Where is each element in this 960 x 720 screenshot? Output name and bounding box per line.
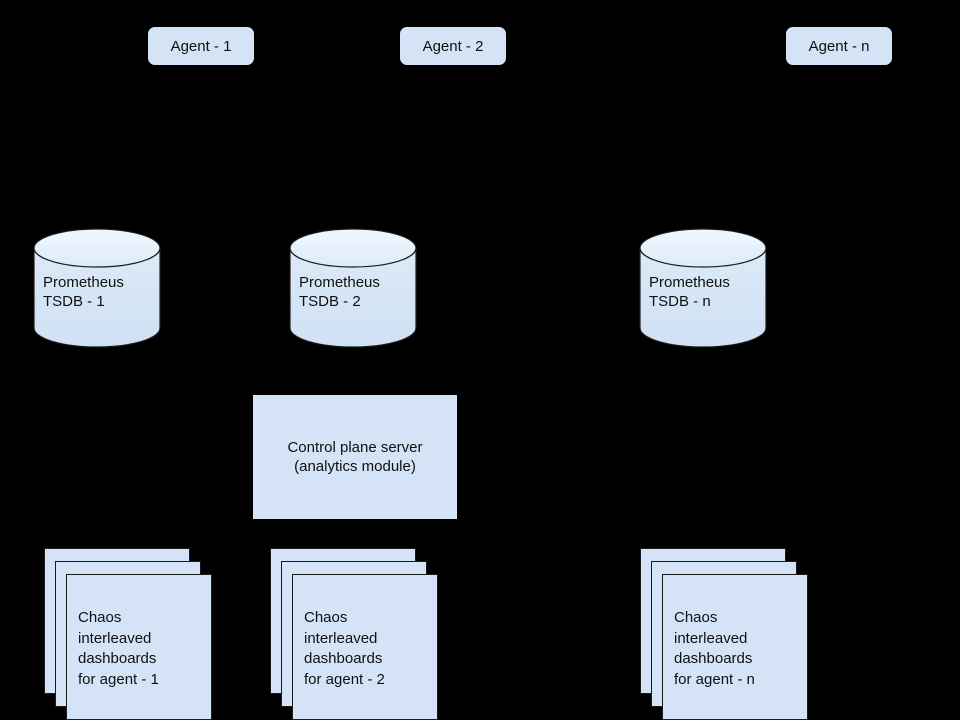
control-plane-server-label: Control plane server (analytics module)	[287, 438, 423, 476]
cylinder-shape-2	[289, 228, 417, 348]
agent-label-2: Agent - 2	[422, 37, 484, 55]
dashboard-label-1: Chaos interleaved dashboards for agent -…	[78, 609, 159, 689]
dashboard-card-front	[66, 574, 212, 720]
agent-box-1[interactable]: Agent - 1	[148, 27, 254, 65]
database-cylinder-2[interactable]: Prometheus TSDB - 2	[289, 228, 417, 348]
edge-tsdb2-to-control-plane	[348, 347, 358, 399]
dashboard-label-n: Chaos interleaved dashboards for agent -…	[674, 609, 755, 689]
edge-agent2-to-tsdb2	[447, 62, 457, 234]
database-label-2: Prometheus TSDB - 2	[299, 274, 380, 310]
database-cylinder-n[interactable]: Prometheus TSDB - n	[639, 228, 767, 348]
edge-tsdbn-to-control-plane	[353, 347, 704, 399]
edge-tsdb1-to-control-plane	[96, 347, 354, 399]
cylinder-shape-n	[639, 228, 767, 348]
control-plane-server-box[interactable]: Control plane server (analytics module)	[253, 395, 457, 519]
cylinder-shape-1	[33, 228, 161, 348]
dashboard-label-2: Chaos interleaved dashboards for agent -…	[304, 609, 385, 689]
dashboard-stack-n[interactable]: Chaos interleaved dashboards for agent -…	[640, 548, 808, 720]
agent-label-1: Agent - 1	[170, 37, 232, 55]
database-label-n: Prometheus TSDB - n	[649, 274, 730, 310]
dashboard-stack-2[interactable]: Chaos interleaved dashboards for agent -…	[270, 548, 438, 720]
agent-box-2[interactable]: Agent - 2	[400, 27, 506, 65]
dashboard-stack-1[interactable]: Chaos interleaved dashboards for agent -…	[44, 548, 212, 720]
agent-box-n[interactable]: Agent - n	[786, 27, 892, 65]
edge-agent1-to-tsdb1	[195, 62, 205, 234]
database-label-1: Prometheus TSDB - 1	[43, 274, 124, 310]
edge-agentn-to-tsdbn	[833, 62, 843, 234]
dashboard-card-front	[292, 574, 438, 720]
database-cylinder-1[interactable]: Prometheus TSDB - 1	[33, 228, 161, 348]
agent-label-n: Agent - n	[808, 37, 870, 55]
